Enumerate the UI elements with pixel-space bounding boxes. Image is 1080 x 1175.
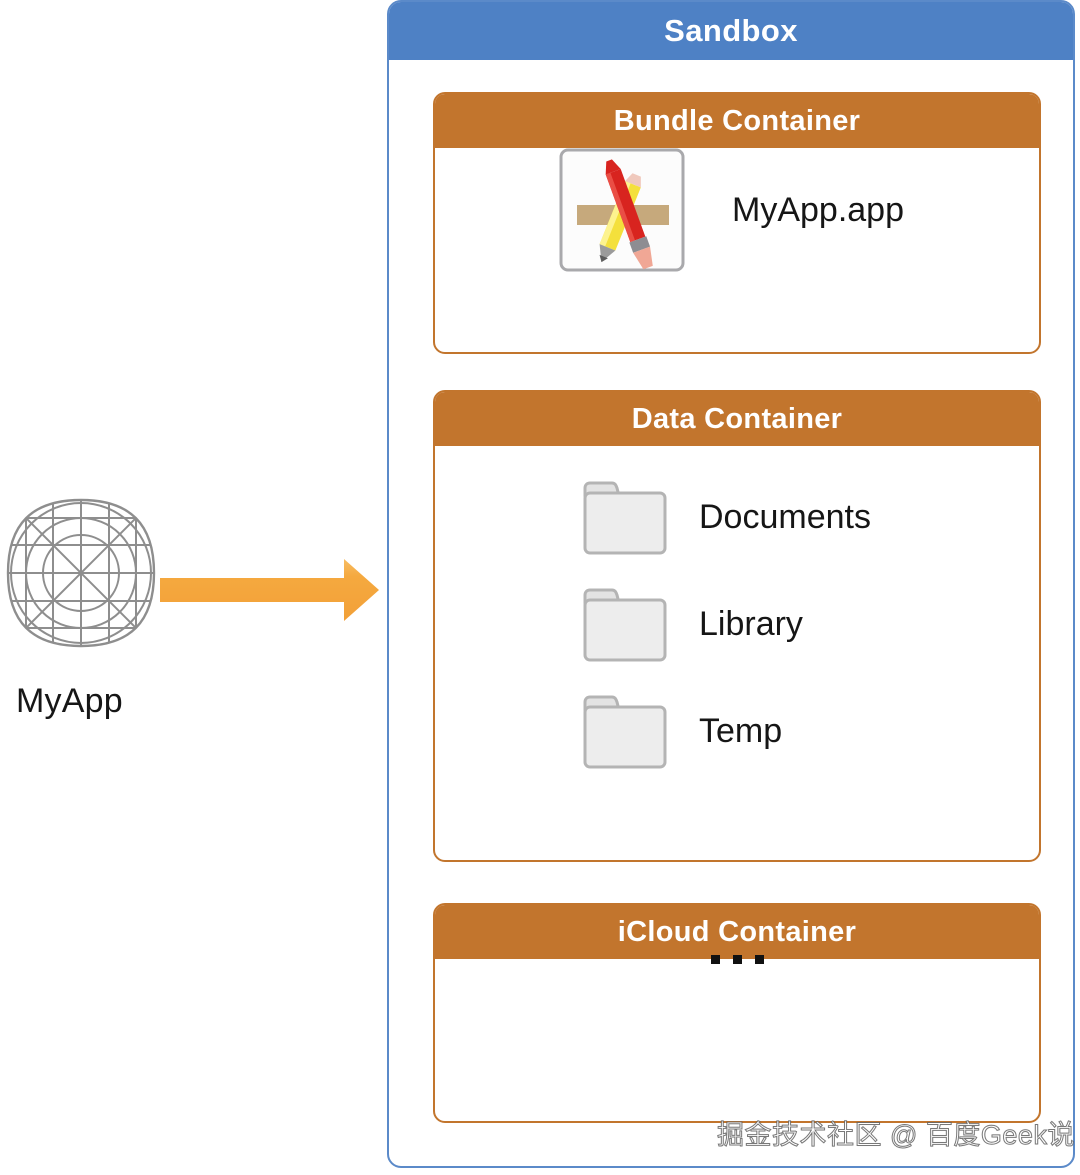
sandbox-container: Sandbox Bundle Container <box>387 0 1075 1168</box>
bundle-container-body: MyApp.app <box>435 148 1039 272</box>
list-item[interactable]: Temp <box>435 678 1039 785</box>
folder-icon <box>583 695 667 768</box>
bundle-container: Bundle Container <box>433 92 1041 354</box>
folder-icon <box>583 588 667 661</box>
ellipsis-dot <box>754 954 764 964</box>
data-container-title: Data Container <box>631 402 843 435</box>
flow-arrow-right-icon <box>160 559 379 621</box>
list-item-label: Library <box>699 605 803 643</box>
list-item-label: MyApp.app <box>732 190 904 229</box>
list-item[interactable]: MyApp.app <box>435 148 1039 272</box>
ellipsis-dot <box>710 954 720 964</box>
list-item[interactable]: Documents <box>435 464 1039 571</box>
folder-icon <box>583 481 667 554</box>
data-container: Data Container Documents <box>433 390 1041 862</box>
xcode-app-icon <box>559 148 685 272</box>
list-item[interactable]: Library <box>435 571 1039 678</box>
bundle-container-header: Bundle Container <box>435 94 1039 148</box>
list-item-label: Temp <box>699 712 783 750</box>
sandbox-header: Sandbox <box>389 2 1073 60</box>
icloud-container-title: iCloud Container <box>617 915 857 948</box>
folder-list: Documents Library <box>435 446 1039 785</box>
sandbox-title: Sandbox <box>664 13 798 48</box>
ios-app-icon-grid-template <box>6 498 156 648</box>
data-container-header: Data Container <box>435 392 1039 446</box>
app-label: MyApp <box>16 682 123 720</box>
ellipsis-dot <box>732 954 742 964</box>
ellipsis-dots <box>710 954 764 964</box>
icloud-container-header: iCloud Container <box>435 905 1039 959</box>
bundle-container-title: Bundle Container <box>613 104 861 137</box>
list-item-label: Documents <box>699 498 871 536</box>
icloud-container: iCloud Container ... <box>433 903 1041 1123</box>
